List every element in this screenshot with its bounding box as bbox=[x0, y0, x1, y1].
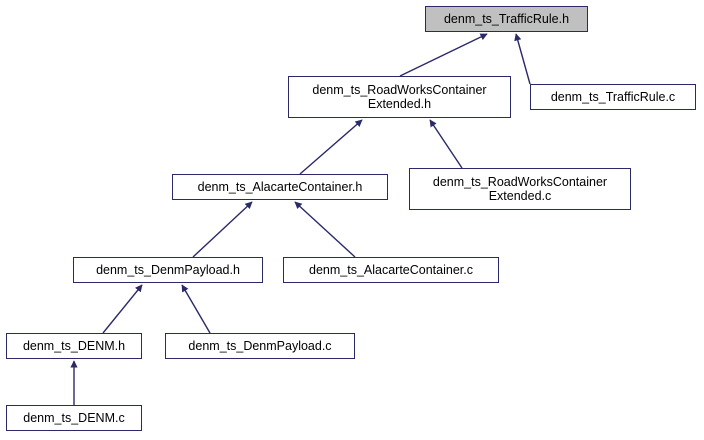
node-label: denm_ts_DenmPayload.h bbox=[96, 263, 240, 277]
node-label: denm_ts_DenmPayload.c bbox=[188, 339, 332, 353]
node-denm-ts-denmpayload-c[interactable]: denm_ts_DenmPayload.c bbox=[165, 333, 355, 359]
node-denm-ts-alacartecontainer-c[interactable]: denm_ts_AlacarteContainer.c bbox=[283, 257, 499, 283]
node-label: denm_ts_RoadWorksContainer Extended.c bbox=[432, 175, 608, 203]
edge-roadworks-ext-h-to-traffic-rule-h bbox=[399, 33, 488, 77]
node-label: denm_ts_RoadWorksContainer Extended.h bbox=[312, 83, 487, 111]
edge-roadworks-ext-c-to-roadworks-ext-h bbox=[429, 119, 463, 169]
node-label: denm_ts_TrafficRule.c bbox=[550, 90, 676, 104]
node-label: denm_ts_AlacarteContainer.c bbox=[309, 263, 473, 277]
node-denm-ts-denmpayload-h[interactable]: denm_ts_DenmPayload.h bbox=[73, 257, 263, 283]
node-denm-ts-roadworkscontainerextended-h[interactable]: denm_ts_RoadWorksContainer Extended.h bbox=[288, 76, 511, 118]
node-label: denm_ts_DENM.c bbox=[23, 411, 125, 425]
node-denm-ts-denm-c[interactable]: denm_ts_DENM.c bbox=[6, 405, 142, 431]
edge-payload-c-to-payload-h bbox=[181, 284, 211, 334]
node-label: denm_ts_AlacarteContainer.h bbox=[197, 180, 363, 194]
node-label: denm_ts_DENM.h bbox=[22, 339, 126, 353]
node-denm-ts-trafficrule-c[interactable]: denm_ts_TrafficRule.c bbox=[530, 84, 696, 110]
node-denm-ts-roadworkscontainerextended-c[interactable]: denm_ts_RoadWorksContainer Extended.c bbox=[409, 168, 631, 210]
edge-alacarte-h-to-roadworks-ext-h bbox=[299, 119, 363, 175]
edge-payload-h-to-alacarte-h bbox=[192, 201, 253, 258]
edge-alacarte-c-to-alacarte-h bbox=[294, 201, 356, 258]
edge-denm-h-to-payload-h bbox=[102, 284, 143, 334]
node-label: denm_ts_TrafficRule.h bbox=[443, 12, 570, 26]
node-denm-ts-alacartecontainer-h[interactable]: denm_ts_AlacarteContainer.h bbox=[172, 174, 388, 200]
edge-traffic-rule-c-to-traffic-rule-h bbox=[514, 33, 531, 85]
node-denm-ts-denm-h[interactable]: denm_ts_DENM.h bbox=[6, 333, 142, 359]
node-denm-ts-trafficrule-h[interactable]: denm_ts_TrafficRule.h bbox=[425, 6, 588, 32]
